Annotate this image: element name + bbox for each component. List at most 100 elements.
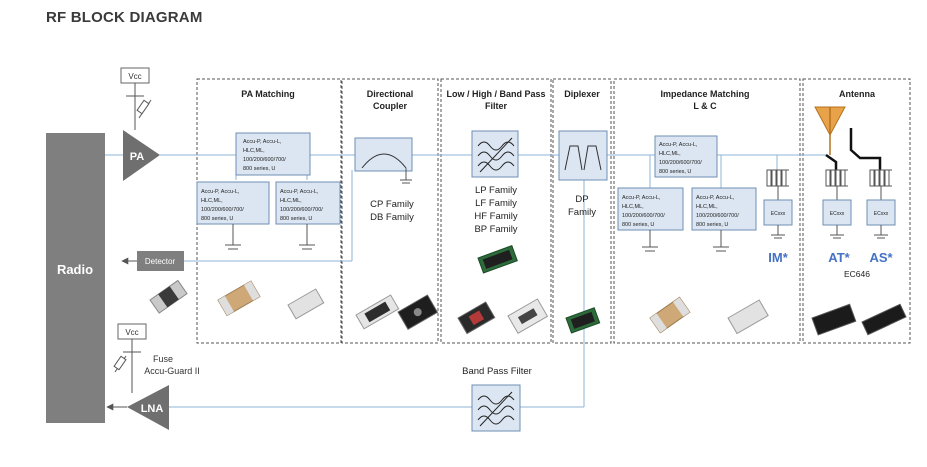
svg-text:800 series, U: 800 series, U <box>622 222 654 228</box>
svg-text:100/200/600/700/: 100/200/600/700/ <box>696 213 739 219</box>
vcc-top-label: Vcc <box>128 72 141 81</box>
svg-text:HLC,ML,: HLC,ML, <box>659 151 681 157</box>
radio-block <box>46 133 105 423</box>
svg-text:100/200/600/700/: 100/200/600/700/ <box>280 207 323 213</box>
radio-label: Radio <box>57 262 93 277</box>
as-star-label: AS* <box>869 250 893 265</box>
chip-photo-icon <box>457 301 496 335</box>
diplexer-family-2: Family <box>568 207 596 218</box>
svg-text:HLC,ML,: HLC,ML, <box>280 198 302 204</box>
pa-label: PA <box>130 151 145 163</box>
chip-photo-icon <box>649 296 691 334</box>
svg-text:100/200/600/700/: 100/200/600/700/ <box>659 160 702 166</box>
diplexer-title: Diplexer <box>564 89 600 99</box>
antenna-part-label: EC646 <box>844 269 870 279</box>
filter-title-1: Low / High / Band Pass <box>446 89 545 99</box>
im-tuner-icon <box>763 169 793 239</box>
component-box-pa-right: Accu-P, Accu-L, HLC,ML, 100/200/600/700/… <box>275 181 341 225</box>
chip-photo-icon <box>477 245 518 274</box>
coupler-title-2: Coupler <box>373 101 407 111</box>
coupler-family-2: DB Family <box>370 212 414 223</box>
chip-photo-icon <box>355 294 400 330</box>
component-box-pa-left: Accu-P, Accu-L, HLC,ML, 100/200/600/700/… <box>196 181 270 225</box>
component-box-pa-top: Accu-P, Accu-L, HLC,ML, 100/200/600/700/… <box>235 132 311 176</box>
svg-text:HLC,ML,: HLC,ML, <box>243 148 265 154</box>
as-tuner-icon <box>866 169 896 239</box>
band-pass-filter-label: Band Pass Filter <box>462 366 532 377</box>
at-star-label: AT* <box>828 250 850 265</box>
filter-family-2: LF Family <box>475 198 517 209</box>
section-filter <box>440 78 552 344</box>
chip-photo-icon <box>727 299 769 335</box>
chip-photo-icon <box>811 303 857 336</box>
svg-text:Accu-P, Accu-L,: Accu-P, Accu-L, <box>280 189 319 195</box>
as-ecxxx-label: ECxxx <box>874 211 889 217</box>
detector-label: Detector <box>145 257 176 266</box>
pa-amplifier-icon <box>123 130 160 181</box>
im-ecxxx-label: ECxxx <box>771 211 786 217</box>
svg-text:HLC,ML,: HLC,ML, <box>622 204 644 210</box>
svg-text:HLC,ML,: HLC,ML, <box>696 204 718 210</box>
lna-amplifier-icon <box>127 385 169 430</box>
diplexer-icon <box>558 130 608 181</box>
chip-photo-icon <box>217 280 261 317</box>
section-impedance-matching <box>613 78 801 344</box>
svg-text:HLC,ML,: HLC,ML, <box>201 198 223 204</box>
svg-text:Accu-P, Accu-L,: Accu-P, Accu-L, <box>201 189 240 195</box>
section-boxes <box>196 78 911 344</box>
chip-photo-icon <box>397 294 439 331</box>
svg-text:800 series, U: 800 series, U <box>280 216 312 222</box>
section-antenna <box>802 78 911 344</box>
svg-text:100/200/600/700/: 100/200/600/700/ <box>622 213 665 219</box>
component-photos <box>149 245 907 336</box>
filter-family-3: HF Family <box>474 211 518 222</box>
vcc-top-wiring <box>126 83 152 130</box>
filter-title-2: Filter <box>485 101 508 111</box>
section-pa-matching <box>196 78 342 344</box>
impedance-title-2: L & C <box>693 101 717 111</box>
component-box-im-left: Accu-P, Accu-L, HLC,ML, 100/200/600/700/… <box>617 187 684 231</box>
band-pass-filter-icon <box>471 384 521 432</box>
detector-box <box>137 251 184 271</box>
vcc-bottom-wiring <box>113 339 141 393</box>
fuse-part-label: Accu-Guard II <box>144 366 200 376</box>
impedance-title-1: Impedance Matching <box>660 89 749 99</box>
component-box-im-top: Accu-P, Accu-L, HLC,ML, 100/200/600/700/… <box>654 135 718 178</box>
svg-text:100/200/600/700/: 100/200/600/700/ <box>201 207 244 213</box>
section-directional-coupler <box>341 78 439 344</box>
svg-text:800 series, U: 800 series, U <box>696 222 728 228</box>
antenna-icon <box>814 106 846 155</box>
fuse-label: Fuse <box>153 354 173 364</box>
antenna-switch-lines <box>825 128 882 170</box>
chip-photo-icon <box>287 288 325 320</box>
svg-text:Accu-P, Accu-L,: Accu-P, Accu-L, <box>622 195 661 201</box>
svg-text:100/200/600/700/: 100/200/600/700/ <box>243 157 286 163</box>
lna-label: LNA <box>141 403 164 415</box>
antenna-title: Antenna <box>839 89 876 99</box>
chip-photo-icon <box>565 307 601 334</box>
page-title: RF BLOCK DIAGRAM <box>46 9 203 26</box>
svg-text:Accu-P, Accu-L,: Accu-P, Accu-L, <box>659 142 698 148</box>
chip-photo-icon <box>149 279 188 314</box>
component-box-im-right: Accu-P, Accu-L, HLC,ML, 100/200/600/700/… <box>691 187 757 231</box>
svg-text:800 series, U: 800 series, U <box>243 166 275 172</box>
filter-family-4: BP Family <box>474 224 517 235</box>
vcc-bottom-label: Vcc <box>125 328 138 337</box>
svg-text:800 series, U: 800 series, U <box>659 169 691 175</box>
chip-photo-icon <box>861 303 907 336</box>
coupler-icon <box>354 137 413 184</box>
svg-text:Accu-P, Accu-L,: Accu-P, Accu-L, <box>696 195 735 201</box>
diplexer-family-1: DP <box>575 194 588 205</box>
filter-family-1: LP Family <box>475 185 517 196</box>
pa-matching-title: PA Matching <box>241 89 295 99</box>
pa-ground-icons <box>225 224 315 250</box>
at-tuner-icon <box>822 169 852 239</box>
im-ground-icons <box>642 230 729 252</box>
at-ecxxx-label: ECxxx <box>830 211 845 217</box>
chip-photo-icon <box>507 298 549 335</box>
svg-text:800 series, U: 800 series, U <box>201 216 233 222</box>
im-star-label: IM* <box>768 250 788 265</box>
coupler-title-1: Directional <box>367 89 414 99</box>
filter-wave-icon <box>471 130 519 178</box>
